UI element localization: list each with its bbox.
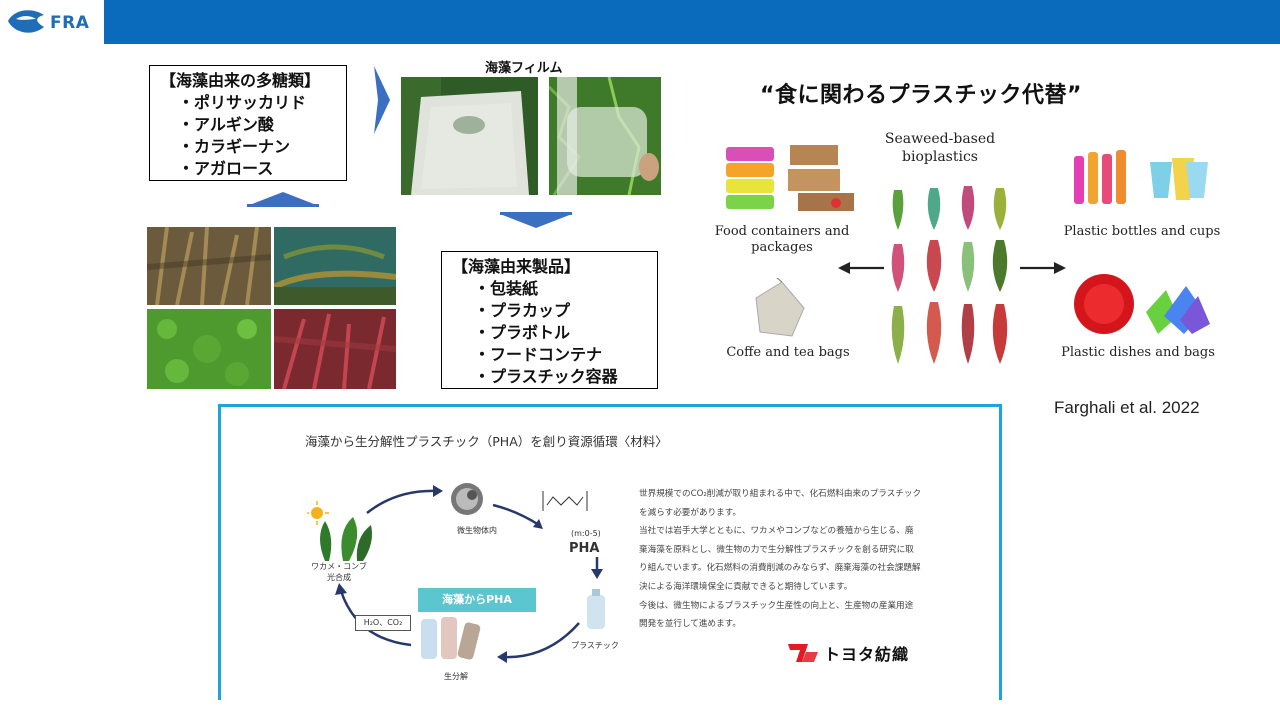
text-line: 今後は、微生物によるプラスチック生産性の向上と、生産物の産業用途 (639, 600, 914, 611)
arrow-right-small-icon (1020, 262, 1066, 274)
text-line: 決による海洋環境保全に貢献できると期待しています。 (639, 581, 853, 592)
seaweed-photo-1 (147, 227, 271, 305)
h2o-co2-label: H₂O、CO₂ (355, 615, 411, 631)
polysaccharide-box: 【海藻由来の多糖類】 ・ポリサッカリド ・アルギン酸 ・カラギーナン ・アガロー… (149, 65, 347, 181)
seaweed-photo-4 (274, 309, 396, 389)
arrow-right-icon (374, 66, 390, 134)
biodegradation-label: 生分解 (444, 672, 468, 681)
header-bar (0, 0, 1280, 44)
film-bag-photo (401, 77, 538, 195)
products-box: 【海藻由来製品】 ・包装紙 ・プラカップ ・プラボトル ・フードコンテナ ・プラ… (441, 251, 658, 389)
list-item: ・包装紙 (474, 279, 539, 298)
polysaccharide-title: 【海藻由来の多糖類】 (160, 71, 321, 90)
seaweed-illustrations (891, 186, 1008, 364)
arrow-left-icon (838, 262, 884, 274)
text-line: り組んでいます。化石燃料の消費削減のみならず、廃棄海藻の社会課題解 (639, 563, 921, 574)
cycle-diagram (307, 483, 605, 663)
company-logo: トヨタ紡織 (786, 641, 909, 665)
list-item: ・プラスチック容器 (474, 367, 618, 386)
list-item: ・ポリサッカリド (178, 93, 307, 112)
text-line: を減らす必要があります。 (639, 507, 742, 518)
film-wrap-photo (549, 77, 661, 195)
list-item: ・プラボトル (474, 323, 571, 342)
seaweed-bioplastics-label: Seaweed-based bioplastics (884, 131, 996, 165)
list-item: ・アルギン酸 (178, 115, 274, 134)
text-line: 世界規模でのCO₂削減が取り組まれる中で、化石燃料由来のプラスチック (639, 489, 922, 499)
toyota-boshoku-icon (788, 644, 818, 662)
fish-logo-icon (8, 10, 44, 33)
headline: “食に関わるプラスチック代替” (760, 83, 1082, 108)
seaweed-photo-2 (274, 227, 396, 305)
tea-bag-image (755, 278, 805, 337)
seaweed-label: ワカメ・コンブ 光合成 (311, 562, 367, 582)
logo-text: FRA (50, 13, 90, 33)
list-item: ・アガロース (178, 159, 274, 178)
seaweed-photo-3 (147, 309, 271, 389)
plastic-dishes-label: Plastic dishes and bags (1061, 345, 1215, 360)
panel-title: 海藻から生分解性プラスチック（PHA）を創り資源循環〈材料〉 (305, 434, 668, 449)
food-containers-image (726, 145, 854, 211)
plastic-bottles-label: Plastic bottles and cups (1063, 224, 1221, 239)
company-name: トヨタ紡織 (824, 645, 910, 664)
arrow-up-icon (247, 192, 319, 207)
list-item: ・プラカップ (474, 301, 571, 320)
panel-description: 世界規模でのCO₂削減が取り組まれる中で、化石燃料由来のプラスチック を減らす必… (639, 485, 969, 634)
plastic-dishes-image (1074, 274, 1210, 334)
list-item: ・フードコンテナ (474, 345, 603, 364)
formula-label: (m:0-5) (571, 529, 601, 538)
pha-panel: 海藻から生分解性プラスチック（PHA）を創り資源循環〈材料〉 (218, 404, 1002, 700)
list-item: ・カラギーナン (178, 137, 291, 156)
products-title: 【海藻由来製品】 (452, 257, 581, 276)
citation: Farghali et al. 2022 (1054, 398, 1200, 417)
arrow-down-icon (500, 212, 572, 228)
plastic-bottles-image (1074, 150, 1208, 204)
film-label: 海藻フィルム (485, 61, 563, 76)
tea-bags-label: Coffe and tea bags (726, 345, 850, 360)
microbe-label: 微生物体内 (457, 526, 497, 535)
pha-label: PHA (569, 541, 600, 556)
text-line: 棄海藻を原料とし、微生物の力で生分解性プラスチックを創る研究に取 (639, 544, 914, 555)
text-line: 当社では岩手大学とともに、ワカメやコンブなどの養殖から生じる、廃 (639, 526, 914, 537)
plastic-label: プラスチック (571, 641, 619, 650)
food-containers-label: Food containers and packages (714, 224, 850, 255)
logo: FRA (0, 0, 104, 44)
text-line: 開発を並行して進めます。 (639, 619, 742, 630)
pha-banner: 海藻からPHA (418, 588, 536, 612)
